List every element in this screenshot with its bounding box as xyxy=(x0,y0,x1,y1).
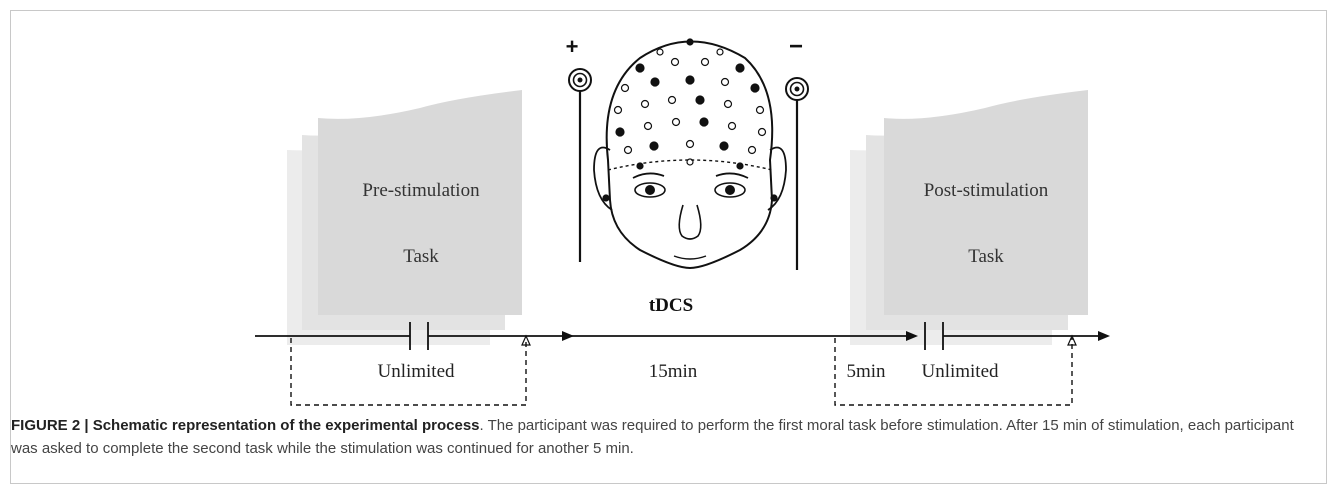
cathode-electrode: − xyxy=(785,33,809,270)
pre-card-front xyxy=(318,90,522,315)
post-stimulation-task-stack: Post-stimulation Task xyxy=(850,90,1088,345)
post-task-line2: Task xyxy=(968,246,1004,267)
figure-frame xyxy=(10,10,1327,484)
eeg-electrodes xyxy=(602,38,778,202)
pre-bracket-arrow xyxy=(521,334,531,346)
anode-sign: + xyxy=(566,34,579,59)
pre-duration-label: Unlimited xyxy=(377,361,455,382)
left-eyebrow xyxy=(632,172,665,179)
nose xyxy=(678,204,702,240)
right-ear xyxy=(767,146,787,211)
extra-stim-duration-label: 5min xyxy=(846,361,886,382)
pre-task-line2: Task xyxy=(403,246,439,267)
mouth xyxy=(673,255,707,260)
head-eeg-cap-illustration xyxy=(593,38,787,270)
arrow-head-stim-start xyxy=(562,331,574,341)
right-eye xyxy=(714,182,746,198)
post-task-line1: Post-stimulation xyxy=(924,180,1049,201)
left-eye xyxy=(634,182,666,198)
post-bracket-arrow xyxy=(1067,334,1077,346)
timeline xyxy=(255,322,1110,406)
stim-duration-label: 15min xyxy=(649,361,698,382)
post-task-bracket xyxy=(834,338,1073,406)
caption-text: . The participant was required to perfor… xyxy=(11,417,1294,457)
anode-electrode: + xyxy=(566,34,592,262)
figure-caption: FIGURE 2 | Schematic representation of t… xyxy=(11,414,1321,460)
pre-task-bracket xyxy=(290,338,527,406)
experiment-schematic: Pre-stimulation Task Post-stimulation Ta… xyxy=(255,33,1110,406)
cathode-sign: − xyxy=(789,33,803,60)
post-duration-label: Unlimited xyxy=(921,361,999,382)
right-eyebrow xyxy=(715,172,749,179)
tdcs-label: tDCS xyxy=(649,295,693,316)
cap-line xyxy=(607,159,773,171)
arrow-head-stim-end xyxy=(906,331,918,341)
post-card-front xyxy=(884,90,1088,315)
caption-title: FIGURE 2 | Schematic representation of t… xyxy=(11,417,480,434)
pre-stimulation-task-stack: Pre-stimulation Task xyxy=(287,90,522,345)
pre-task-line1: Pre-stimulation xyxy=(362,180,480,201)
left-ear xyxy=(593,146,613,211)
arrow-head-end xyxy=(1098,331,1110,341)
